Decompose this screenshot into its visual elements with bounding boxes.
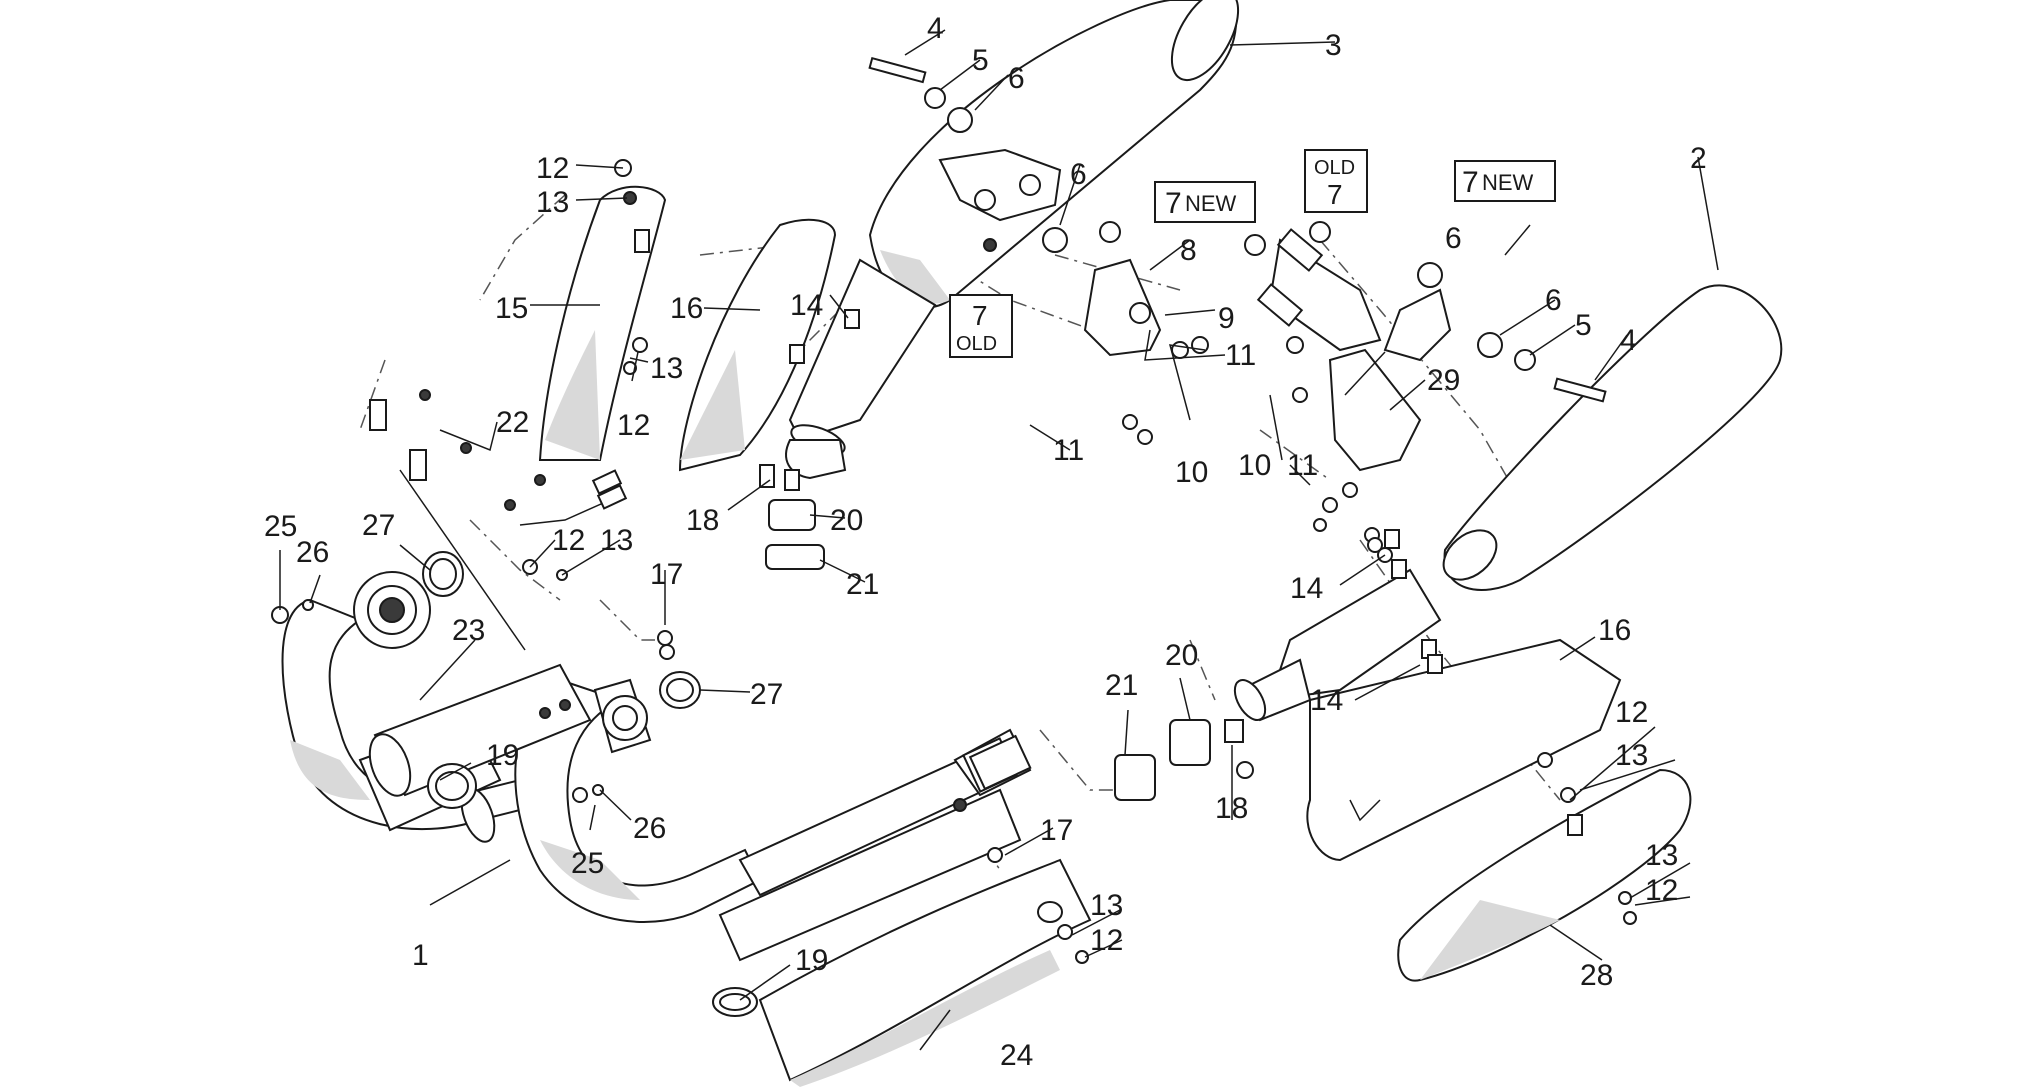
gasket-left-inner — [429, 558, 457, 590]
callout-4-left: 4 — [927, 12, 944, 45]
crossover-pipe — [368, 663, 592, 797]
callout-5-left: 5 — [972, 44, 989, 77]
callout-23: 23 — [452, 614, 485, 647]
callout-6-upper-left: 6 — [1008, 62, 1025, 95]
label-7-new-left: 7 NEW — [1154, 181, 1256, 223]
callout-6-mid-left: 6 — [1070, 158, 1087, 191]
callout-12-right-lower: 12 — [1645, 874, 1678, 907]
callout-11-right: 11 — [1287, 449, 1318, 482]
callout-6-upper-right: 6 — [1445, 222, 1462, 255]
callout-17-upper: 17 — [650, 558, 683, 591]
callout-12-top: 12 — [536, 152, 569, 185]
callout-19-upper: 19 — [486, 739, 519, 772]
label-7-new-right-number: 7 — [1462, 166, 1479, 199]
callout-11-left: 11 — [1053, 434, 1084, 467]
heatshield-right-lower — [1397, 768, 1692, 982]
callout-25-lower: 25 — [571, 847, 604, 880]
callout-4-right: 4 — [1620, 324, 1637, 357]
callout-12-pipe: 12 — [552, 524, 585, 557]
callout-11-top: 11 — [1225, 339, 1256, 372]
callout-13-top: 13 — [536, 186, 569, 219]
label-7-new-right-suffix: NEW — [1482, 170, 1534, 195]
label-7-old-right-number: 7 — [1327, 179, 1343, 210]
callout-numbers: 1 2 3 4 4 5 5 6 6 6 6 8 9 10 10 11 11 11… — [264, 12, 1707, 1072]
clamp-upper-inner — [435, 771, 469, 801]
callout-26-left: 26 — [296, 536, 329, 569]
callout-25-left: 25 — [264, 510, 297, 543]
heatshield-left-top — [538, 185, 667, 461]
label-7-old-left: 7 OLD — [949, 294, 1013, 358]
left-muffler — [785, 0, 1240, 480]
leader-lines — [279, 29, 1719, 1051]
callout-14-right-lower: 14 — [1310, 684, 1343, 717]
gasket-right-inner — [666, 678, 694, 702]
callout-18-lower: 18 — [1215, 792, 1248, 825]
callout-29: 29 — [1427, 364, 1460, 397]
callout-12-shield: 12 — [617, 409, 650, 442]
label-7-new-right: 7 NEW — [1454, 160, 1556, 202]
callout-10-left: 10 — [1175, 456, 1208, 489]
fasteners — [271, 56, 1637, 964]
callout-21-upper: 21 — [846, 568, 879, 601]
callout-27-right: 27 — [750, 678, 783, 711]
heatshield-left-mid — [678, 218, 837, 472]
header-flanges — [353, 571, 652, 754]
callout-28: 28 — [1580, 959, 1613, 992]
callout-12-right-upper: 12 — [1615, 696, 1648, 729]
label-7-old-right: OLD 7 — [1304, 149, 1368, 213]
label-7-new-left-number: 7 — [1165, 187, 1182, 220]
callout-14-right-upper: 14 — [1290, 572, 1323, 605]
heatshield-right-mid — [1306, 638, 1622, 862]
callout-27-left: 27 — [362, 509, 395, 542]
callout-22: 22 — [496, 406, 529, 439]
label-7-new-left-suffix: NEW — [1185, 191, 1237, 216]
callout-12-bottom: 12 — [1090, 924, 1123, 957]
callout-5-right: 5 — [1575, 309, 1592, 342]
callout-13-right-lower: 13 — [1645, 839, 1678, 872]
callout-24: 24 — [1000, 1039, 1033, 1072]
callout-2: 2 — [1690, 142, 1707, 175]
callout-19-lower: 19 — [795, 944, 828, 977]
callout-6-mid-right: 6 — [1545, 284, 1562, 317]
callout-10-right: 10 — [1238, 449, 1271, 482]
label-7-old-right-tag: OLD — [1314, 157, 1355, 179]
label-7-old-left-number: 7 — [972, 300, 988, 331]
callout-13-right-upper: 13 — [1615, 739, 1648, 772]
callout-16-left: 16 — [670, 292, 703, 325]
bracket-right — [1328, 348, 1422, 472]
callout-15: 15 — [495, 292, 528, 325]
right-muffler — [1233, 228, 1783, 722]
small-clamps — [759, 464, 1244, 801]
callout-16-right: 16 — [1598, 614, 1631, 647]
callout-21-lower: 21 — [1105, 669, 1138, 702]
callout-20-lower: 20 — [1165, 639, 1198, 672]
callout-13-bottom: 13 — [1090, 889, 1123, 922]
callout-13-shield: 13 — [650, 352, 683, 385]
callout-13-pipe: 13 — [600, 524, 633, 557]
bracket-left — [1083, 258, 1162, 357]
callout-20-upper: 20 — [830, 504, 863, 537]
callout-18-upper: 18 — [686, 504, 719, 537]
oxygen-sensor-harness — [369, 389, 628, 651]
callout-26-lower: 26 — [633, 812, 666, 845]
callout-17-lower: 17 — [1040, 814, 1073, 847]
callout-3: 3 — [1325, 29, 1342, 62]
callout-8: 8 — [1180, 234, 1197, 267]
callout-1: 1 — [412, 939, 429, 972]
callout-9: 9 — [1218, 302, 1235, 335]
label-7-old-left-tag: OLD — [956, 333, 997, 355]
callout-14-left: 14 — [790, 289, 823, 322]
rear-pipe-and-heatshield — [712, 734, 1092, 1087]
